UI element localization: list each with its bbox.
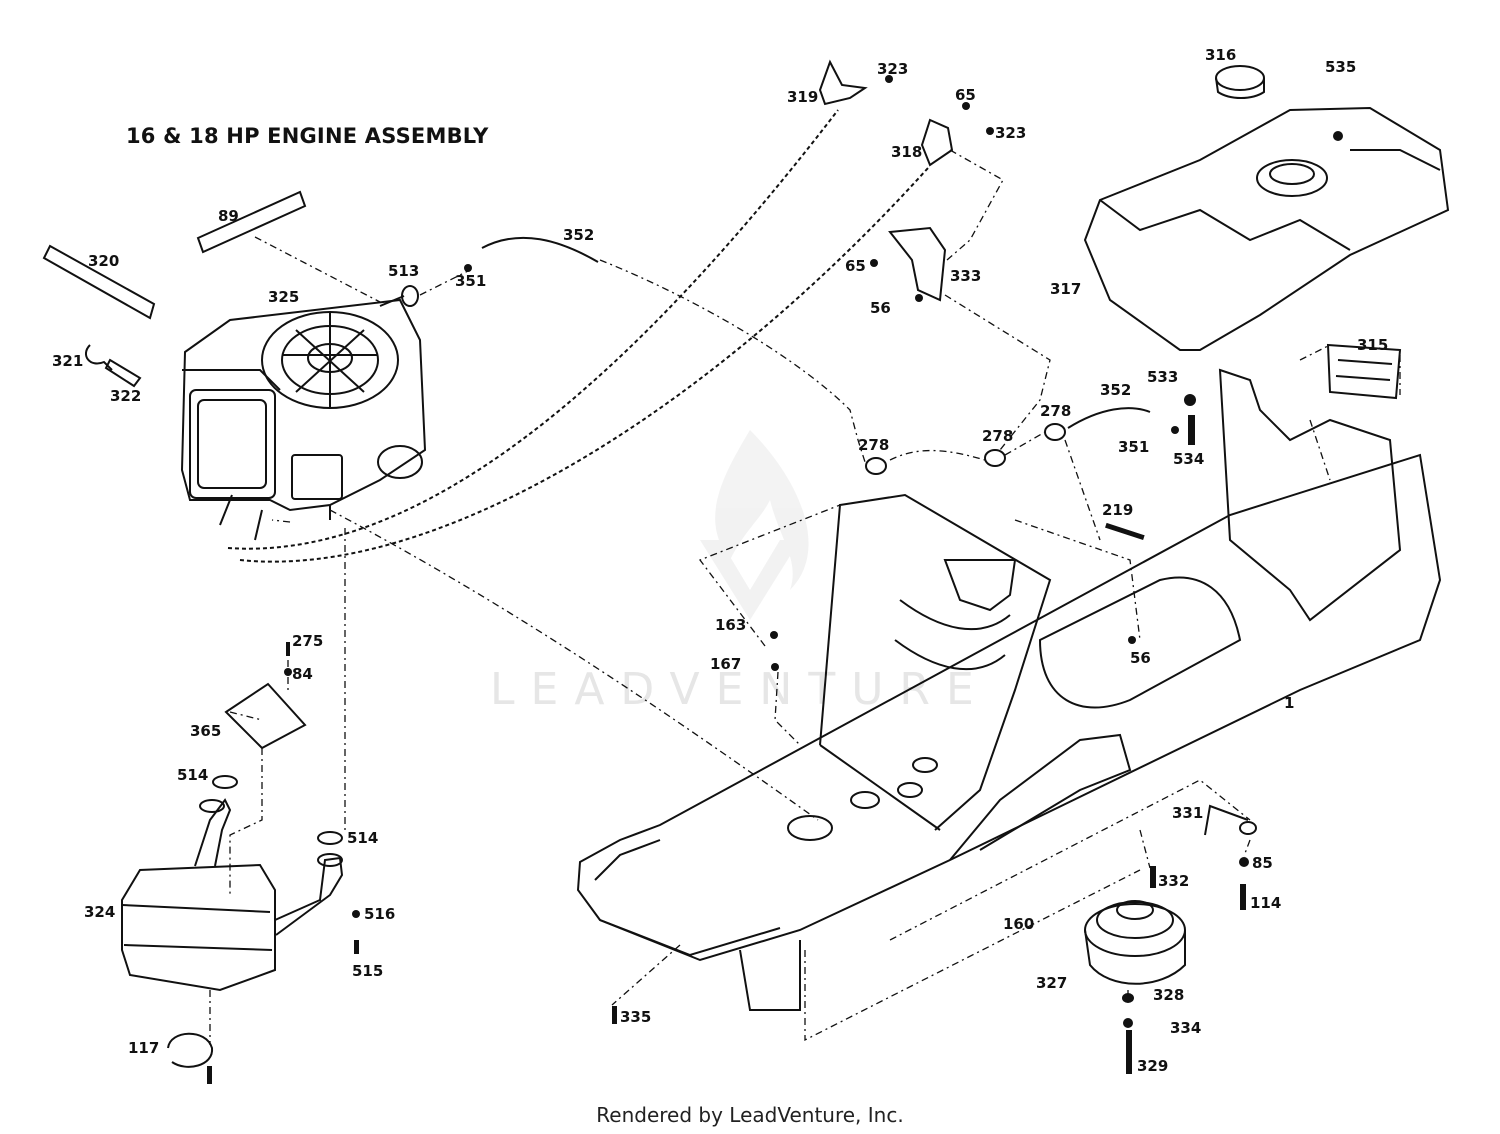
label-534: 534 bbox=[1173, 450, 1204, 468]
tube-320 bbox=[42, 244, 156, 320]
muffler-324 bbox=[121, 775, 344, 992]
label-322: 322 bbox=[110, 387, 141, 405]
bracket-318 bbox=[920, 118, 954, 167]
label-514b: 514 bbox=[347, 829, 378, 847]
fuel-hose-352 bbox=[481, 236, 599, 263]
label-84: 84 bbox=[292, 665, 313, 683]
label-331: 331 bbox=[1172, 804, 1203, 822]
plug-513 bbox=[379, 285, 419, 307]
label-160: 160 bbox=[1003, 915, 1034, 933]
label-114: 114 bbox=[1250, 894, 1281, 912]
bracket-319 bbox=[818, 59, 868, 106]
label-535: 535 bbox=[1325, 58, 1356, 76]
bracket-333 bbox=[888, 226, 947, 302]
label-318: 318 bbox=[891, 143, 922, 161]
label-365: 365 bbox=[190, 722, 221, 740]
label-513: 513 bbox=[388, 262, 419, 280]
label-319: 319 bbox=[787, 88, 818, 106]
label-278c: 278 bbox=[982, 427, 1013, 445]
fuel-hose-352b bbox=[1067, 407, 1151, 429]
label-278a: 278 bbox=[1040, 402, 1071, 420]
grommets-278 bbox=[865, 423, 1066, 475]
label-351b: 351 bbox=[1118, 438, 1149, 456]
label-65a: 65 bbox=[955, 86, 976, 104]
clutch-327 bbox=[1084, 900, 1186, 985]
diagram-title: 16 & 18 HP ENGINE ASSEMBLY bbox=[126, 124, 489, 148]
label-56a: 56 bbox=[870, 299, 891, 317]
label-117: 117 bbox=[128, 1039, 159, 1057]
label-321: 321 bbox=[52, 352, 83, 370]
label-167: 167 bbox=[710, 655, 741, 673]
label-325: 325 bbox=[268, 288, 299, 306]
label-56b: 56 bbox=[1130, 649, 1151, 667]
label-323b: 323 bbox=[995, 124, 1026, 142]
label-89: 89 bbox=[218, 207, 239, 225]
choke-cable bbox=[239, 167, 929, 563]
label-327: 327 bbox=[1036, 974, 1067, 992]
label-334: 334 bbox=[1170, 1019, 1201, 1037]
choke-321-322 bbox=[85, 344, 142, 388]
fuel-tank-317 bbox=[1083, 106, 1450, 351]
label-328: 328 bbox=[1153, 986, 1184, 1004]
footer-credit: Rendered by LeadVenture, Inc. bbox=[596, 1103, 904, 1127]
label-323a: 323 bbox=[877, 60, 908, 78]
fuel-cap-316 bbox=[1215, 65, 1265, 99]
label-351a: 351 bbox=[455, 272, 486, 290]
watermark-text: LEADVENTURE bbox=[490, 664, 990, 715]
label-1: 1 bbox=[1284, 694, 1294, 712]
label-333: 333 bbox=[950, 267, 981, 285]
leader-lines bbox=[209, 149, 1401, 1045]
label-329: 329 bbox=[1137, 1057, 1168, 1075]
label-515: 515 bbox=[352, 962, 383, 980]
label-324: 324 bbox=[84, 903, 115, 921]
label-352a: 352 bbox=[563, 226, 594, 244]
tube-89 bbox=[196, 190, 307, 254]
label-516: 516 bbox=[364, 905, 395, 923]
label-219: 219 bbox=[1102, 501, 1133, 519]
label-332: 332 bbox=[1158, 872, 1189, 890]
watermark-logo bbox=[700, 430, 809, 620]
label-514a: 514 bbox=[177, 766, 208, 784]
label-275: 275 bbox=[292, 632, 323, 650]
throttle-cable bbox=[227, 109, 839, 550]
label-335: 335 bbox=[620, 1008, 651, 1026]
frame-1 bbox=[576, 368, 1442, 1011]
label-85: 85 bbox=[1252, 854, 1273, 872]
label-315: 315 bbox=[1357, 336, 1388, 354]
label-65b: 65 bbox=[845, 257, 866, 275]
engine-325 bbox=[180, 298, 427, 541]
filter-315 bbox=[1326, 343, 1402, 400]
heat-shield-365 bbox=[224, 682, 307, 750]
label-278b: 278 bbox=[858, 436, 889, 454]
rod-331 bbox=[1204, 804, 1257, 836]
label-316: 316 bbox=[1205, 46, 1236, 64]
label-163: 163 bbox=[715, 616, 746, 634]
label-352b: 352 bbox=[1100, 381, 1131, 399]
label-317: 317 bbox=[1050, 280, 1081, 298]
label-320: 320 bbox=[88, 252, 119, 270]
hardware-bolts bbox=[207, 75, 1343, 1084]
clamp-117 bbox=[167, 1032, 214, 1068]
label-533: 533 bbox=[1147, 368, 1178, 386]
